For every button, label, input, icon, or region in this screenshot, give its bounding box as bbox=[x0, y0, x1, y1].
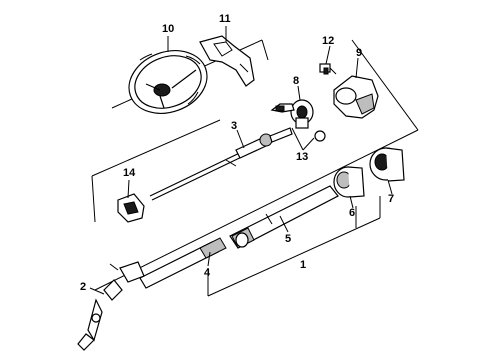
callout-13: 13 bbox=[296, 151, 308, 163]
lock-cylinder-small-parts bbox=[319, 63, 337, 75]
lower-assembly-guide-lines bbox=[207, 196, 381, 297]
callout-4: 4 bbox=[204, 267, 211, 279]
callout-8: 8 bbox=[293, 75, 299, 87]
lock-key-parts bbox=[270, 103, 326, 151]
callout-3: 3 bbox=[231, 120, 237, 132]
callout-14: 14 bbox=[123, 167, 136, 179]
bearing-housing bbox=[333, 166, 365, 198]
upper-steering-shaft bbox=[149, 127, 293, 201]
lower-u-joint-shaft bbox=[77, 279, 123, 351]
callout-11: 11 bbox=[219, 13, 231, 25]
steering-wheel bbox=[128, 50, 208, 114]
callout-6: 6 bbox=[349, 207, 355, 219]
callout-9: 9 bbox=[356, 47, 362, 59]
callout-2: 2 bbox=[80, 281, 86, 293]
flexible-coupler bbox=[117, 193, 145, 223]
callout-10: 10 bbox=[162, 23, 174, 35]
leader-lines bbox=[89, 26, 393, 295]
column-jacket bbox=[229, 185, 339, 249]
callout-7: 7 bbox=[388, 193, 394, 205]
ignition-switch bbox=[290, 99, 314, 129]
callout-1: 1 bbox=[300, 259, 306, 271]
callout-5: 5 bbox=[285, 233, 291, 245]
callout-12: 12 bbox=[322, 35, 334, 47]
horn-cover bbox=[199, 35, 255, 87]
intermediate-shaft bbox=[109, 237, 227, 289]
bearing-cover bbox=[369, 147, 405, 182]
callout-labels: 10 11 12 9 8 3 13 14 6 7 5 4 1 2 bbox=[80, 13, 394, 293]
lock-housing bbox=[333, 75, 379, 119]
